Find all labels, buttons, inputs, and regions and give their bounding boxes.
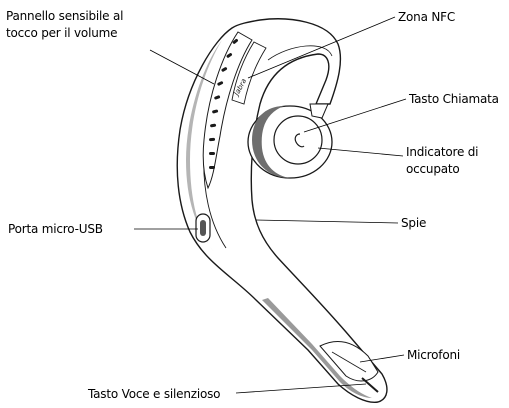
nfc-zone-label: Zona NFC [398,9,455,26]
headset-body: Jabra [177,19,387,402]
lights-label: Spie [401,215,426,232]
volume-dot [209,166,215,169]
busy-indicator-label: Indicatore di occupato [406,144,496,178]
volume-dot [209,152,215,155]
headset-outline [177,19,387,402]
call-button [274,116,322,164]
leader-lights [256,220,398,223]
micro-usb-port-label: Porta micro-USB [8,221,103,238]
micro-usb-slot [200,220,206,236]
call-button-label: Tasto Chiamata [409,91,499,108]
earbud-stem [310,104,328,118]
volume-panel-label: Pannello sensibile al tocco per il volum… [6,8,156,42]
microphones-label: Microfoni [407,347,460,364]
voice-mute-button-label: Tasto Voce e silenzioso [88,386,220,403]
